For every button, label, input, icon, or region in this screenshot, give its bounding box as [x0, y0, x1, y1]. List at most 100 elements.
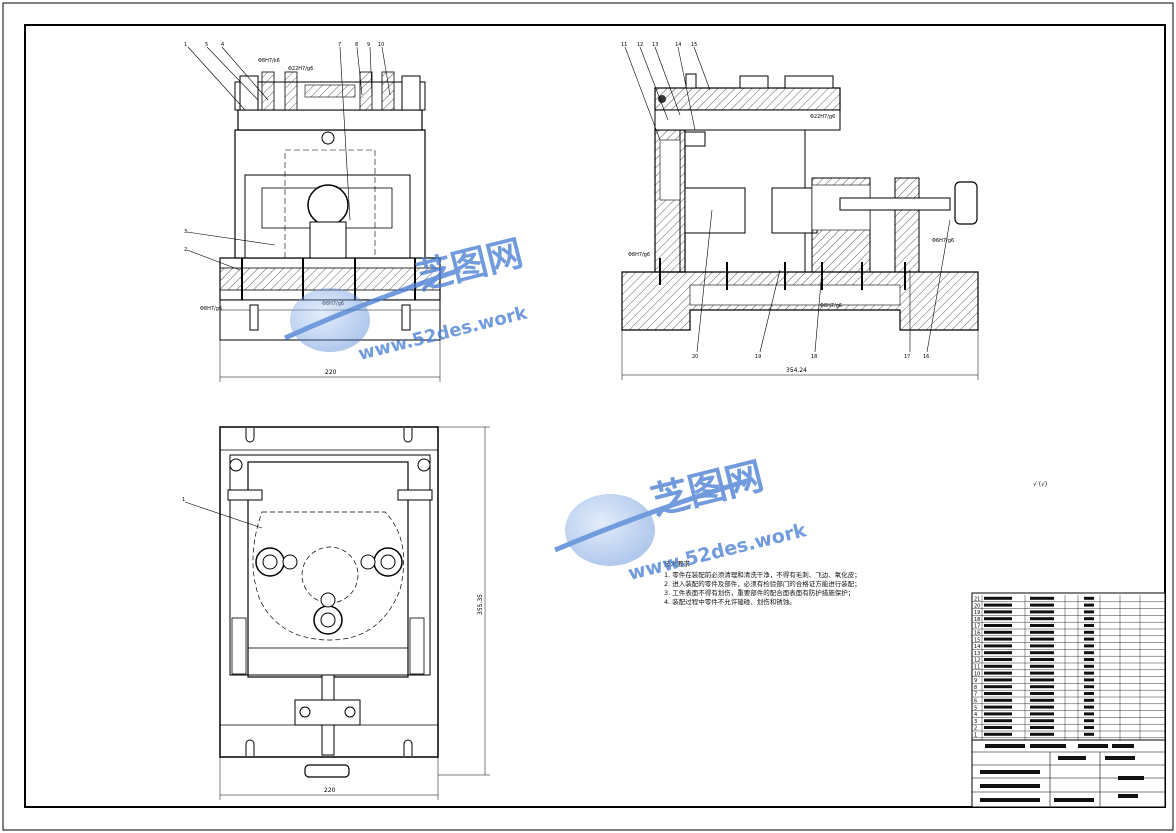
parts-row-cell	[984, 637, 1012, 641]
parts-row-cell	[1030, 658, 1054, 661]
parts-row-number: 10	[974, 671, 980, 677]
parts-row-number: 6	[974, 699, 977, 705]
balloon-12: 12	[637, 42, 643, 48]
parts-row-cell	[1030, 596, 1054, 600]
parts-row-cell	[1030, 692, 1054, 695]
parts-row-cell	[984, 692, 1012, 695]
parts-row-cell	[984, 678, 1012, 682]
tech-requirement-item: 2. 进入装配的零件及部件，必须有检验部门的合格证方能进行装配；	[664, 579, 861, 588]
dimension-width: 354.24	[786, 367, 807, 374]
balloon-16: 16	[923, 354, 929, 360]
balloon-1: 1	[182, 497, 185, 503]
parts-row-cell	[984, 698, 1012, 702]
parts-row-cell	[1030, 664, 1054, 668]
parts-row-cell	[984, 624, 1012, 627]
fit-annotation: Φ22H7/g6	[810, 114, 835, 120]
parts-row-cell	[1084, 637, 1094, 641]
balloon-13: 13	[652, 42, 658, 48]
parts-row-number: 12	[974, 658, 980, 664]
parts-row-number: 1	[974, 733, 977, 739]
parts-row-cell	[1030, 671, 1054, 675]
parts-row-cell	[1084, 685, 1094, 689]
top-view: 1 220 355.35	[182, 426, 490, 800]
parts-row-cell	[984, 596, 1012, 600]
parts-row-cell	[1030, 651, 1054, 655]
parts-row-cell	[1084, 658, 1094, 661]
parts-row-cell	[1030, 624, 1054, 627]
parts-row-number: 4	[974, 712, 977, 718]
parts-row-number: 7	[974, 692, 977, 698]
parts-row-cell	[984, 732, 1012, 736]
parts-row-cell	[1084, 678, 1094, 682]
parts-row-number: 21	[974, 597, 980, 603]
balloon-8: 8	[355, 42, 358, 48]
parts-row-number: 3	[974, 719, 977, 725]
balloon-17: 17	[904, 354, 910, 360]
parts-row-cell	[1084, 603, 1094, 607]
parts-row-cell	[984, 712, 1012, 716]
parts-row-cell	[1084, 726, 1094, 729]
parts-row-cell	[1030, 705, 1054, 709]
parts-row-cell	[984, 705, 1012, 709]
side-view: 11 12 13 14 15 20 19 18 17 16 Φ22H7/g6 Φ…	[621, 42, 979, 380]
parts-row-cell	[1030, 637, 1054, 641]
parts-row-cell	[1030, 603, 1054, 607]
fit-annotation: Φ8H7/g6	[200, 306, 222, 312]
tech-requirements-title: 技术要求	[664, 559, 691, 568]
balloon-1: 1	[184, 42, 187, 48]
balloon-20: 20	[692, 354, 698, 360]
parts-row-cell	[984, 664, 1012, 668]
parts-row-cell	[984, 651, 1012, 655]
parts-row-cell	[1030, 732, 1054, 736]
parts-row-cell	[1084, 732, 1094, 736]
parts-row-number: 11	[974, 665, 980, 671]
parts-row-cell	[984, 726, 1012, 729]
parts-row-cell	[1030, 678, 1054, 682]
parts-row-number: 15	[974, 637, 980, 643]
tech-requirement-item: 3. 工件表面不得有划伤，重要部件的配合面表面有防护措施保护；	[664, 588, 854, 597]
parts-row-cell	[1084, 705, 1094, 709]
balloon-5: 5	[205, 42, 208, 48]
parts-row-cell	[984, 685, 1012, 689]
parts-row-cell	[1030, 712, 1054, 716]
parts-row-cell	[984, 610, 1012, 614]
fit-annotation: Φ22H7/g6	[288, 66, 313, 72]
balloon-4: 4	[221, 42, 224, 48]
parts-row-number: 8	[974, 685, 977, 691]
parts-row-cell	[984, 658, 1012, 661]
parts-row-cell	[984, 603, 1012, 607]
watermark-center: 芝图网 www.52des.work	[554, 453, 809, 585]
parts-row-cell	[984, 671, 1012, 675]
dimension-height: 355.35	[477, 594, 484, 615]
dimension-width: 220	[324, 787, 336, 794]
fit-annotation: Φ8H7/g6	[820, 303, 842, 309]
balloon-7: 7	[338, 42, 341, 48]
parts-row-cell	[1084, 624, 1094, 627]
balloon-2: 2	[184, 247, 187, 253]
watermark-brand: 芝图网	[412, 233, 527, 299]
balloon-10: 10	[378, 42, 384, 48]
parts-row-number: 14	[974, 644, 980, 650]
parts-row-number: 19	[974, 610, 980, 616]
parts-row-cell	[1030, 610, 1054, 614]
parts-row-number: 17	[974, 624, 980, 630]
inner-frame	[24, 24, 1166, 808]
balloon-19: 19	[755, 354, 761, 360]
parts-row-cell	[1030, 630, 1054, 634]
parts-row-number: 13	[974, 651, 980, 657]
parts-row-cell	[1084, 644, 1094, 648]
parts-row-cell	[984, 719, 1012, 723]
parts-row-cell	[984, 644, 1012, 648]
parts-row-cell	[1084, 651, 1094, 655]
parts-row-cell	[1084, 698, 1094, 702]
dimension-width: 220	[325, 369, 337, 376]
fit-annotation: Φ6H7/g6	[932, 238, 954, 244]
parts-row-number: 16	[974, 631, 980, 637]
balloon-14: 14	[675, 42, 681, 48]
balloon-18: 18	[811, 354, 817, 360]
parts-row-cell	[1084, 692, 1094, 695]
parts-row-cell	[1084, 671, 1094, 675]
balloon-9: 9	[367, 42, 370, 48]
